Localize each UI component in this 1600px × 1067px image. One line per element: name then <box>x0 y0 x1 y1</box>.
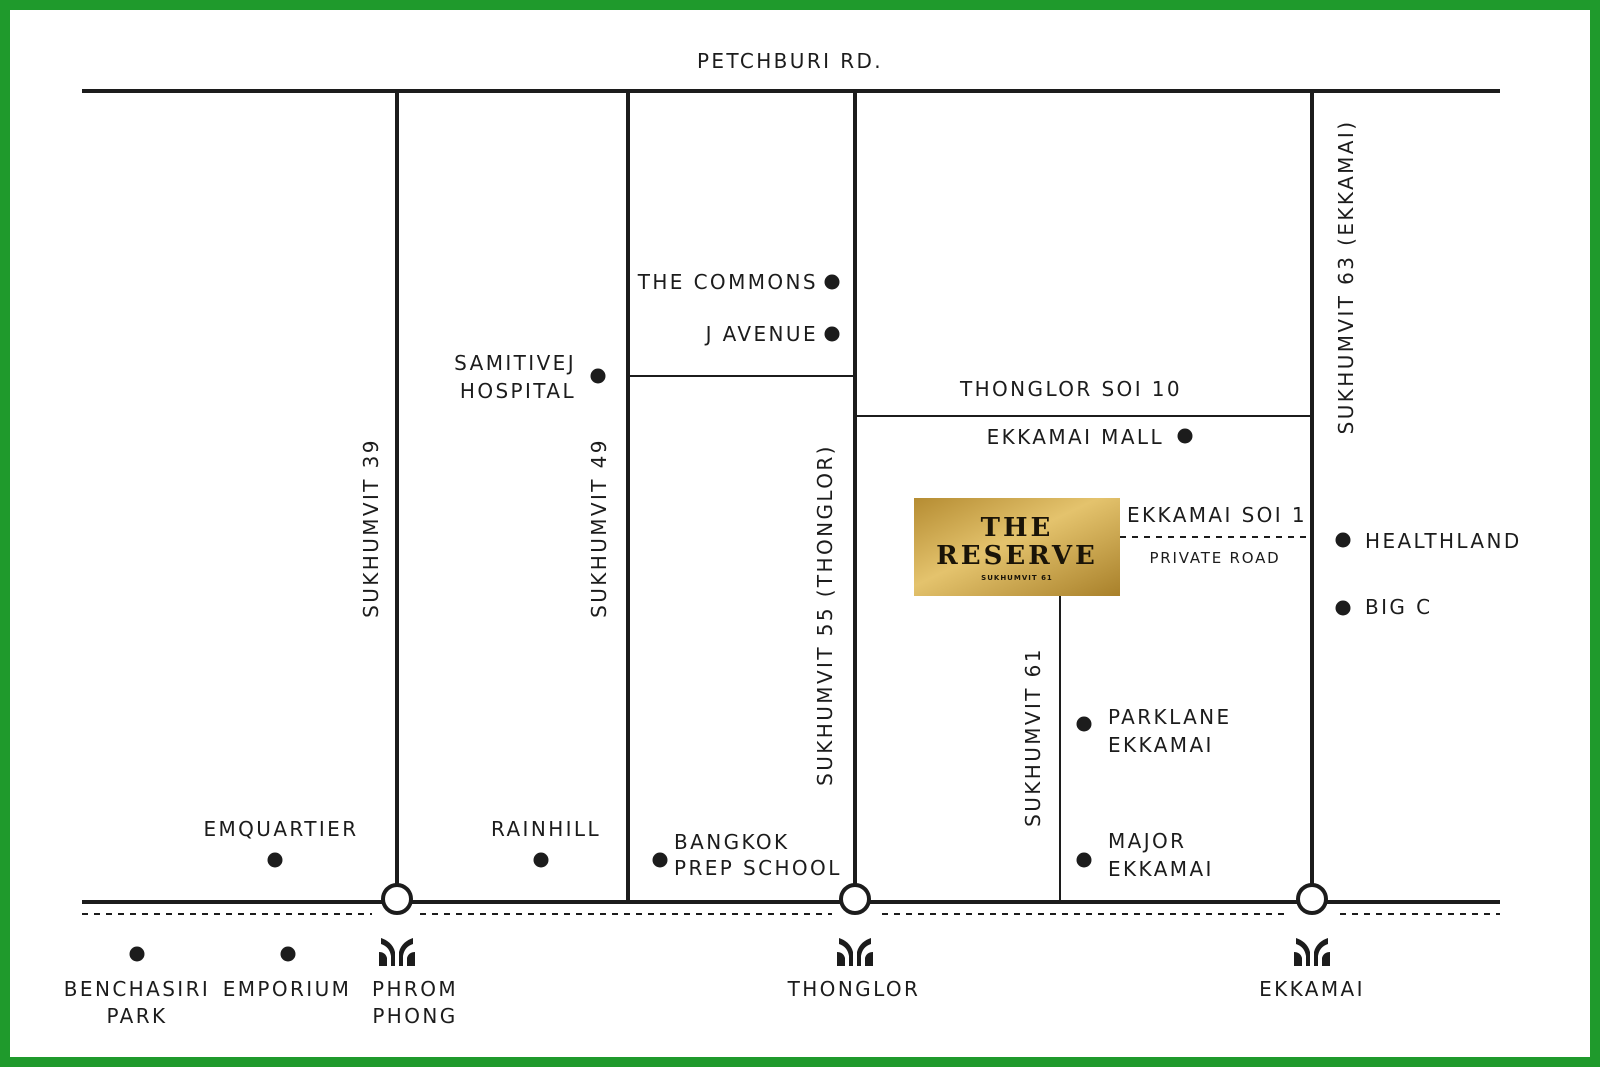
rainhill-label: RAINHILL <box>491 817 601 841</box>
poi-dot-icon <box>1335 600 1351 616</box>
thonglor-soi-10-label: THONGLOR SOI 10 <box>959 377 1182 401</box>
samitivej-label: SAMITIVEJ <box>454 351 576 375</box>
project-subtitle: SUKHUMVIT 61 <box>981 574 1053 582</box>
sukhumvit-39-label: SUKHUMVIT 39 <box>359 438 383 618</box>
benchasiri-label: BENCHASIRI <box>64 977 210 1001</box>
phrom-phong-station-marker <box>381 883 413 915</box>
sukhumvit-61-label: SUKHUMVIT 61 <box>1021 647 1045 827</box>
ekkamai-mall-label: EKKAMAI MALL <box>987 425 1164 449</box>
bangkok-prep-label: BANGKOK <box>674 830 790 854</box>
thonglor-station-label: THONGLOR <box>787 977 921 1001</box>
parklane-label: EKKAMAI <box>1108 733 1214 757</box>
phrom-phong-label: PHROM <box>372 977 458 1001</box>
sukhumvit-49-label: SUKHUMVIT 49 <box>587 438 611 618</box>
ekkamai-station-label: EKKAMAI <box>1259 977 1365 1001</box>
bts-station-icon <box>1294 938 1330 966</box>
ekkamai-soi-1-label: EKKAMAI SOI 1 <box>1127 503 1307 527</box>
phrom-phong-label: PHONG <box>372 1004 457 1028</box>
poi-dot-icon <box>533 852 549 868</box>
poi-dot-icon <box>280 946 296 962</box>
bts-station-icon <box>379 938 415 966</box>
poi-dot-icon <box>590 368 606 384</box>
project-name: RESERVE <box>936 541 1098 571</box>
bangkok-prep-label: PREP SCHOOL <box>674 856 842 880</box>
poi-dot-icon <box>1335 532 1351 548</box>
major-label: EKKAMAI <box>1108 857 1214 881</box>
samitivej-label: HOSPITAL <box>460 379 576 403</box>
project-badge <box>914 498 1120 596</box>
sukhumvit-55-label: SUKHUMVIT 55 (THONGLOR) <box>813 444 837 786</box>
poi-dot-icon <box>267 852 283 868</box>
parklane-label: PARKLANE <box>1108 705 1232 729</box>
ekkamai-station-marker <box>1296 883 1328 915</box>
big-c-label: BIG C <box>1365 595 1432 619</box>
the-reserve-logo[interactable]: THE RESERVE SUKHUMVIT 61 <box>914 498 1120 596</box>
sukhumvit-63-label: SUKHUMVIT 63 (EKKAMAI) <box>1334 120 1358 435</box>
poi-dot-icon <box>129 946 145 962</box>
petchburi-label: PETCHBURI RD. <box>697 49 883 73</box>
healthland-label: HEALTHLAND <box>1365 529 1522 553</box>
major-label: MAJOR <box>1108 829 1186 853</box>
project-name: THE <box>981 513 1054 543</box>
benchasiri-label: PARK <box>106 1004 167 1028</box>
poi-dot-icon <box>652 852 668 868</box>
poi-dot-icon <box>824 274 840 290</box>
poi-dot-icon <box>1177 428 1193 444</box>
emporium-label: EMPORIUM <box>223 977 352 1001</box>
poi-dot-icon <box>1076 852 1092 868</box>
j-avenue-label: J AVENUE <box>704 322 818 346</box>
poi-dot-icon <box>824 326 840 342</box>
private-road-label: PRIVATE ROAD <box>1149 549 1280 567</box>
thonglor-station-marker <box>839 883 871 915</box>
poi-dot-icon <box>1076 716 1092 732</box>
emquartier-label: EMQUARTIER <box>203 817 358 841</box>
bts-station-icon <box>837 938 873 966</box>
the-commons-label: THE COMMONS <box>637 270 818 294</box>
